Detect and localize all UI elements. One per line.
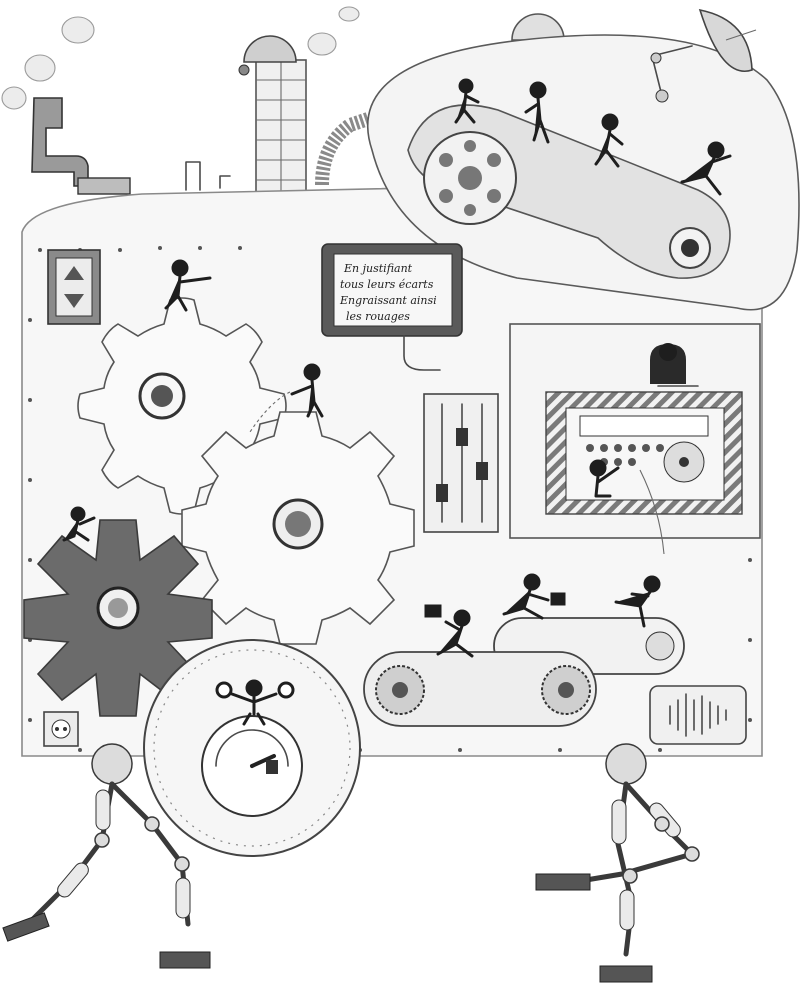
robot-leg-left [2,743,211,969]
satellite-dish [650,8,757,103]
hose [315,112,371,186]
slider-panel [423,393,499,533]
chimney [31,97,231,195]
smoke-puffs [1,6,360,110]
caption-line-4: les rouages [346,310,410,323]
conveyor-capsule [366,13,800,311]
control-room [509,323,761,555]
speaker-grille [649,685,747,745]
caption-monitor: En justifiant tous leurs écarts Engraiss… [321,243,463,371]
up-down-control [47,249,101,325]
caption-line-1: En justifiant [343,262,413,275]
robot-leg-right [535,743,700,983]
tread-conveyors [363,573,685,727]
caption-line-3: Engraissant ainsi [339,294,437,307]
money-gauge-porthole [143,639,361,857]
gear-center [181,363,415,645]
gear-dark [23,506,213,717]
power-socket [43,711,79,747]
caption-line-2: tous leurs écarts [340,278,434,291]
